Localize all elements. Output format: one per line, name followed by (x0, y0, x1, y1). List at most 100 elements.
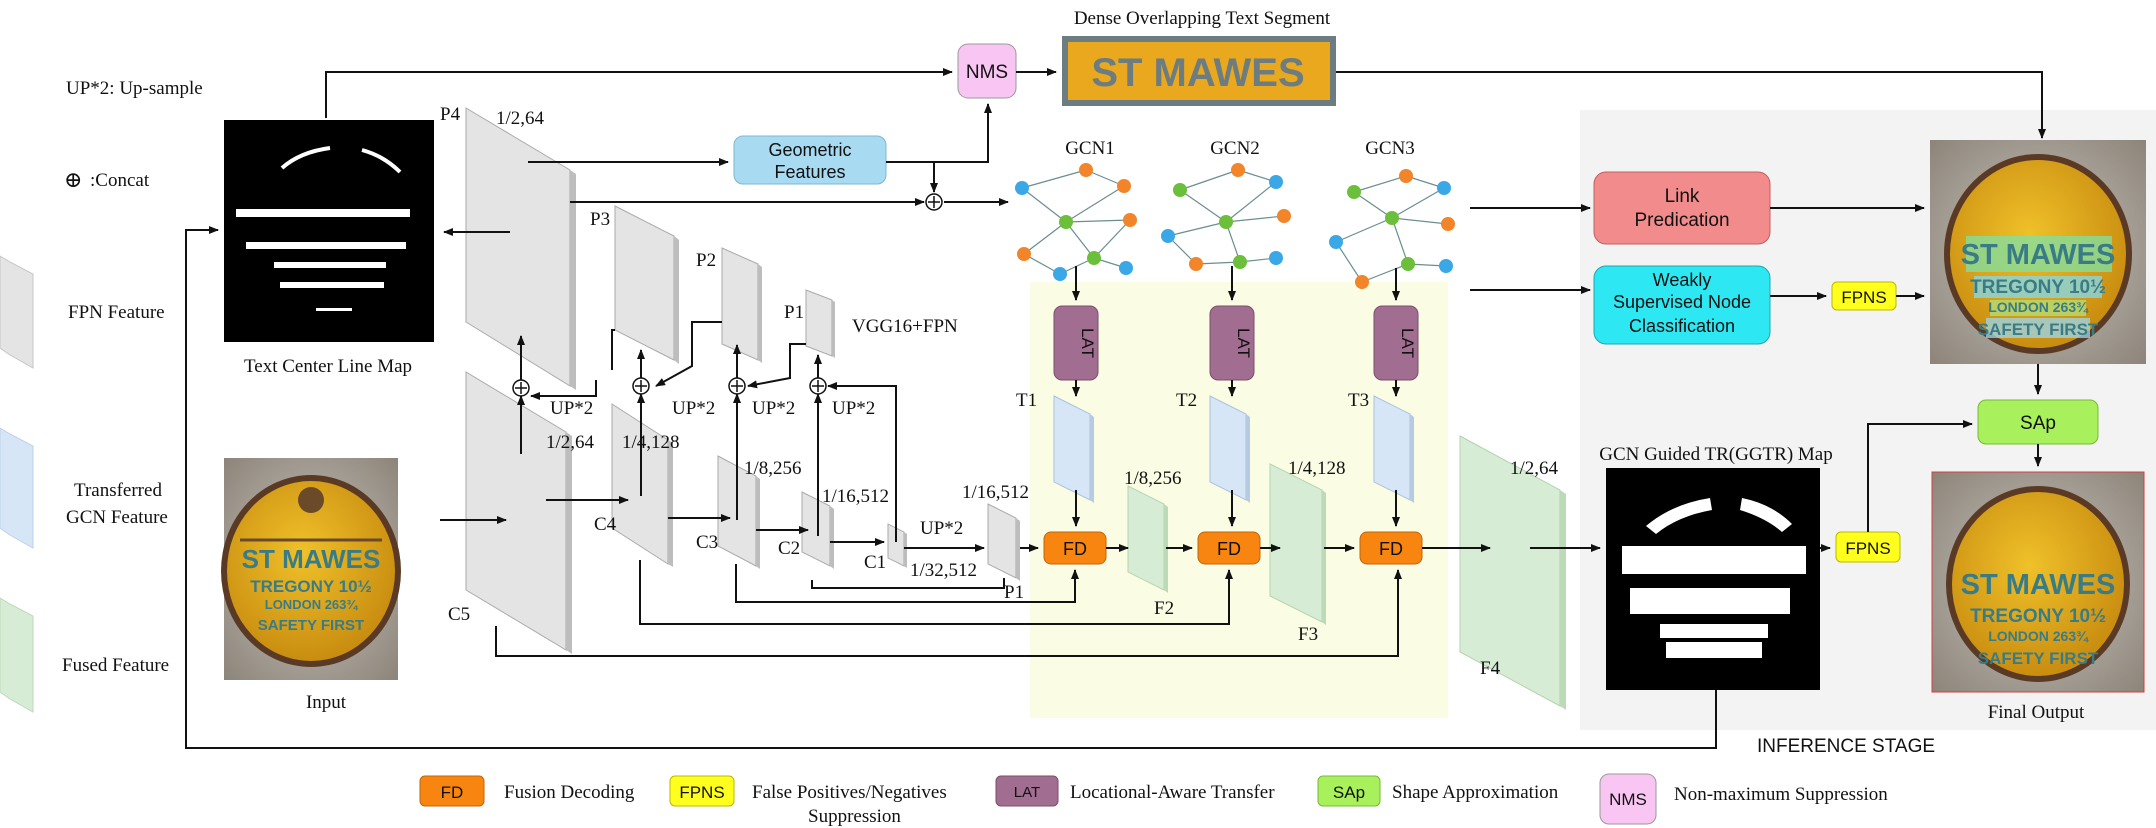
concat-node-geometric (925, 193, 943, 211)
scale-c5: 1/2,64 (546, 432, 595, 453)
intermediate-output-image: ST MAWES TREGONY 10½ LONDON 263¾ SAFETY … (1930, 140, 2146, 364)
gcn3-label: GCN3 (1365, 138, 1415, 159)
label-c5: C5 (448, 604, 470, 625)
intermediate-sign-line4: SAFETY FIRST (1978, 320, 2099, 339)
fd-label-2: FD (1217, 539, 1241, 559)
link-label-2: Predication (1634, 210, 1729, 231)
fd-box-1: FD (1043, 531, 1107, 565)
legend-fpn-feature-label: FPN Feature (68, 302, 165, 323)
final-sign-line1: ST MAWES (1961, 569, 2116, 601)
tcl-label: Text Center Line Map (244, 356, 412, 377)
backbone-arrows (440, 228, 1005, 589)
fpns-box-bottom: FPNS (1835, 531, 1901, 563)
label-c3: C3 (696, 532, 718, 553)
geometric-features-box: Geometric Features (733, 135, 887, 185)
fpns-label-top: FPNS (1841, 288, 1886, 307)
legend-gcn-feature-label-2: GCN Feature (66, 507, 168, 528)
input-label: Input (306, 692, 347, 713)
upsample-note: UP*2: Up-sample (66, 78, 203, 99)
final-output-label: Final Output (1988, 702, 2085, 723)
gcn3-graph (1329, 169, 1455, 289)
up-label-1: UP*2 (550, 398, 593, 419)
vgg-fpn-label: VGG16+FPN (852, 316, 958, 337)
legend-fpns-text-1: False Positives/Negatives (752, 782, 947, 803)
feature-map-f4 (1459, 435, 1566, 710)
legend-fpn-feature-swatch (0, 255, 34, 369)
input-sign-line3: LONDON 263¾ (265, 597, 359, 612)
legend-nms-text: Non-maximum Suppression (1674, 784, 1888, 805)
lat-box-1: LAT (1053, 305, 1099, 381)
feature-map-p1-up (987, 503, 1020, 581)
input-sign-line1: ST MAWES (242, 544, 381, 574)
intermediate-sign-line1: ST MAWES (1961, 239, 2116, 271)
up-label-3: UP*2 (752, 398, 795, 419)
label-t2: T2 (1176, 390, 1197, 411)
weak-label-1: Weakly (1653, 270, 1712, 290)
scale-f4: 1/2,64 (1510, 458, 1559, 479)
label-c4: C4 (594, 514, 617, 535)
gcn1-graph (1015, 163, 1137, 281)
input-sign-line2: TREGONY 10½ (250, 577, 372, 596)
sap-box: SAp (1977, 399, 2099, 445)
legend-gcn-feature-swatch (0, 427, 34, 549)
label-p1-up: P1 (1004, 582, 1024, 603)
label-c2: C2 (778, 538, 800, 559)
lat-label-1: LAT (1078, 328, 1097, 358)
feature-map-p4 (465, 107, 576, 390)
geometric-label-1: Geometric (768, 140, 851, 160)
nms-label: NMS (966, 62, 1008, 83)
label-f4: F4 (1480, 658, 1501, 679)
sap-label: SAp (2020, 413, 2056, 434)
ggtr-map (1606, 468, 1820, 690)
intermediate-sign-line2: TREGONY 10½ (1970, 277, 2106, 298)
label-f3: F3 (1298, 624, 1318, 645)
fpns-label-bottom: FPNS (1845, 539, 1890, 558)
feature-map-p1 (805, 289, 835, 358)
segment-label: Dense Overlapping Text Segment (1074, 8, 1331, 29)
gcn-arrows (495, 204, 1601, 657)
legend-nms: NMS Non-maximum Suppression (1599, 773, 1888, 825)
dense-segment-image: ST MAWES (1062, 36, 1336, 106)
legend-fused-feature-label: Fused Feature (62, 655, 169, 676)
legend-lat: LAT Locational-Aware Transfer (995, 775, 1275, 807)
scale-c2: 1/16,512 (822, 486, 889, 507)
label-t1: T1 (1016, 390, 1037, 411)
scale-p4: 1/2,64 (496, 108, 545, 129)
label-t3: T3 (1348, 390, 1369, 411)
final-output-image: ST MAWES TREGONY 10½ LONDON 263¾ SAFETY … (1931, 471, 2145, 693)
ggtr-label: GCN Guided TR(GGTR) Map (1599, 444, 1832, 465)
legend-fd-box: FD (441, 783, 464, 802)
link-prediction-box: Link Predication (1593, 171, 1771, 245)
lat-box-2: LAT (1209, 305, 1255, 381)
legend-sap: SAp Shape Approximation (1317, 775, 1559, 807)
fd-label-1: FD (1063, 539, 1087, 559)
link-label-1: Link (1665, 186, 1700, 207)
label-c1: C1 (864, 552, 886, 573)
label-p4: P4 (440, 104, 461, 125)
scale-f3: 1/4,128 (1288, 458, 1346, 479)
legend-fused-feature-swatch (0, 597, 34, 713)
lat-label-3: LAT (1398, 328, 1417, 358)
geometric-label-2: Features (774, 162, 845, 182)
scale-p1-up: 1/16,512 (962, 482, 1029, 503)
concat-node-2 (632, 377, 650, 395)
feature-map-t3 (1373, 395, 1414, 503)
text-center-line-map (224, 120, 434, 342)
legend-nms-box: NMS (1609, 790, 1647, 809)
feature-map-t1 (1053, 395, 1094, 503)
fpns-box-top: FPNS (1831, 281, 1897, 311)
up-label-5: UP*2 (920, 518, 963, 539)
inference-arrows (185, 204, 2042, 749)
lat-label-2: LAT (1234, 328, 1253, 358)
legend-lat-text: Locational-Aware Transfer (1070, 782, 1275, 803)
concat-node-3 (728, 377, 746, 395)
weak-label-3: Classification (1629, 316, 1735, 336)
legend-sap-text: Shape Approximation (1392, 782, 1559, 803)
gcn2-label: GCN2 (1210, 138, 1260, 159)
fd-box-3: FD (1359, 531, 1423, 565)
legend-lat-box: LAT (1014, 784, 1040, 801)
legend-gcn-feature-label-1: Transferred (74, 480, 162, 501)
label-f2: F2 (1154, 598, 1174, 619)
legend-fd: FD Fusion Decoding (419, 775, 635, 807)
